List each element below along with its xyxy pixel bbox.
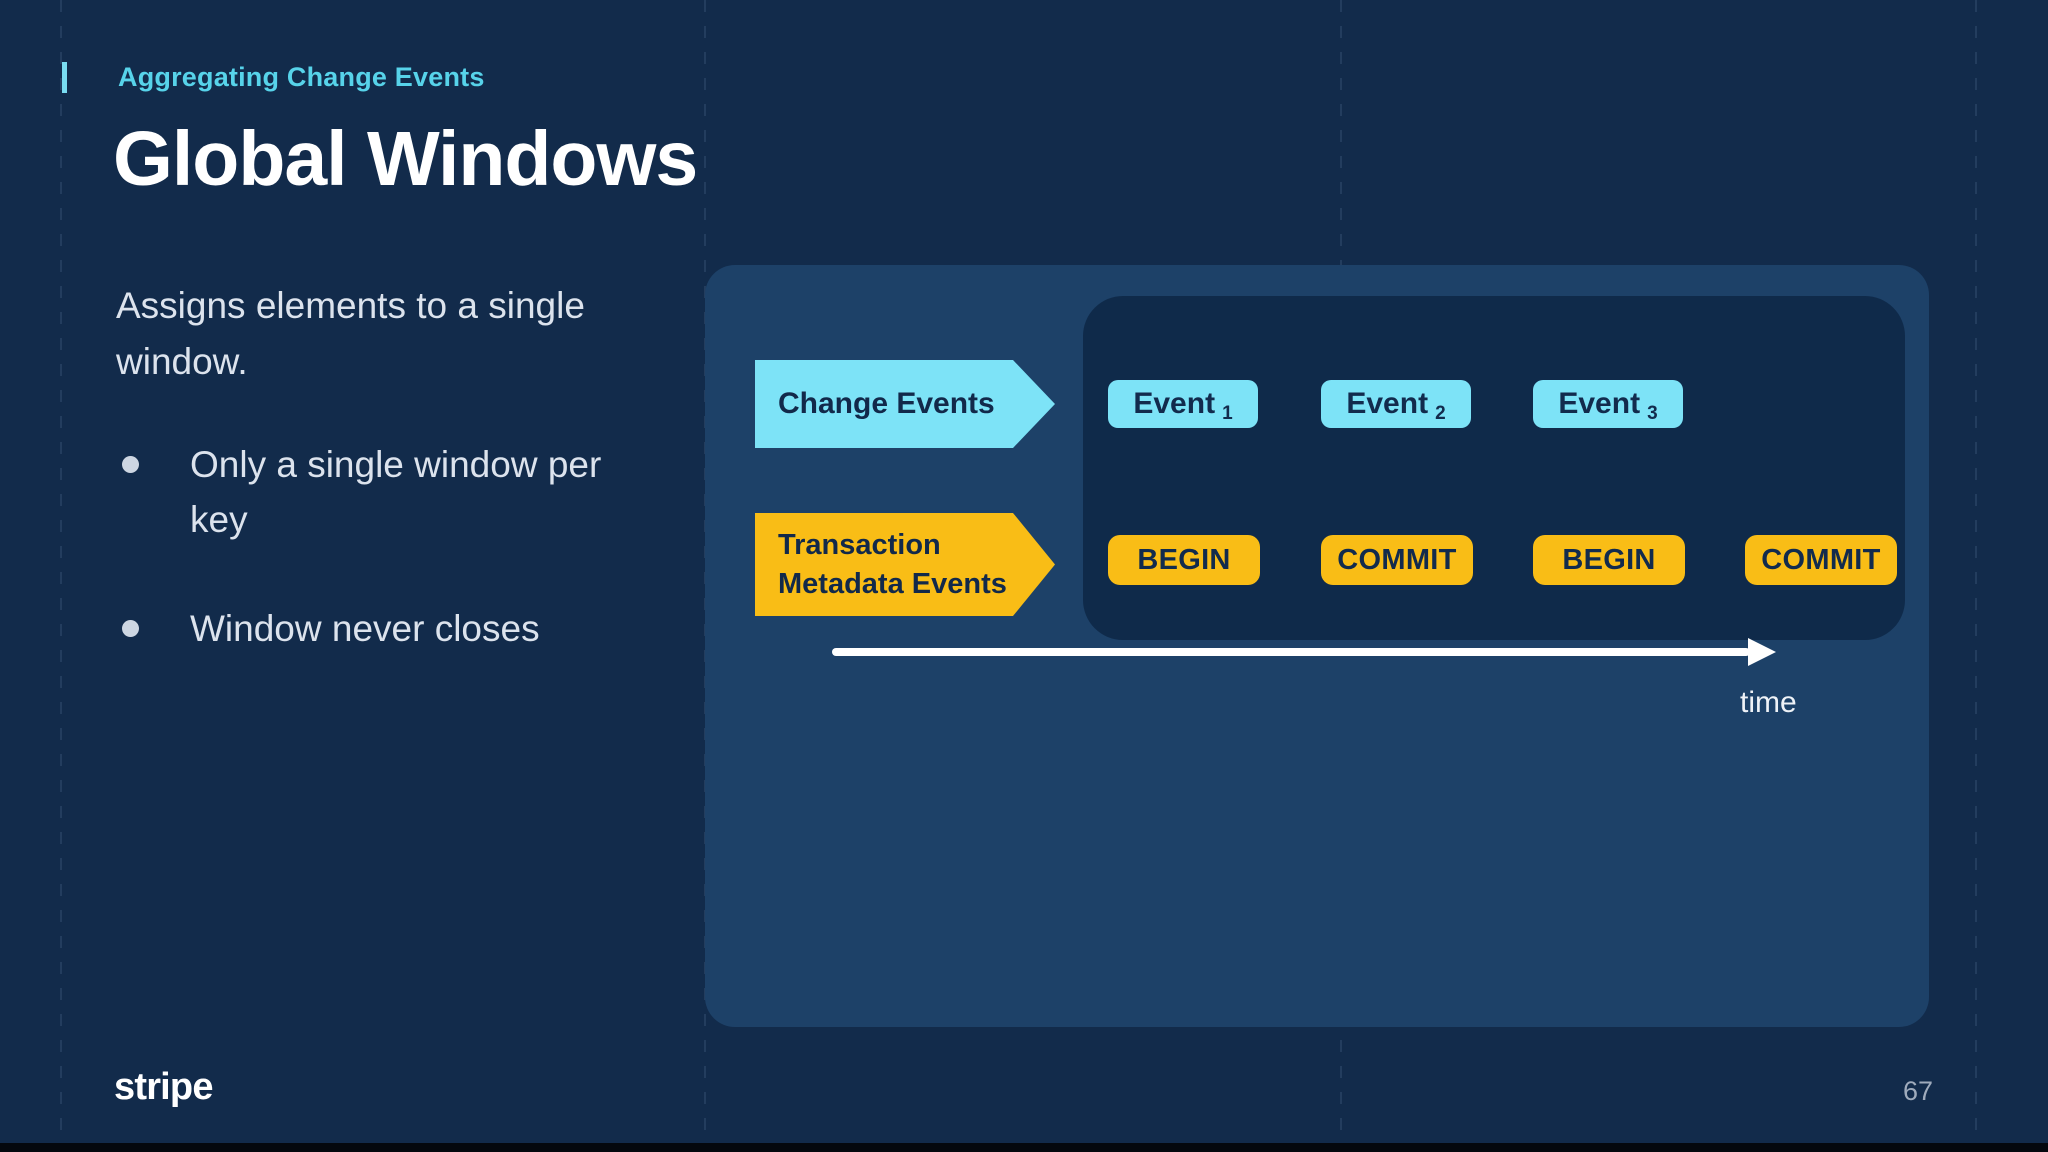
event-chip: Event 3 xyxy=(1533,380,1683,428)
event-chip-label: Event xyxy=(1346,387,1429,420)
txn-chip-begin: BEGIN xyxy=(1533,535,1685,585)
transaction-metadata-lane-arrow: Transaction Metadata Events xyxy=(755,513,1055,616)
column-guide xyxy=(60,0,62,1152)
bullet-item: Only a single window per key xyxy=(190,444,602,540)
event-chip-subscript: 2 xyxy=(1435,403,1446,424)
kicker-accent-bar xyxy=(62,62,67,93)
lane-label-line: Transaction xyxy=(778,528,941,561)
time-axis-label: time xyxy=(1740,686,1797,719)
txn-chip-commit: COMMIT xyxy=(1745,535,1897,585)
lane-label: Change Events xyxy=(778,387,995,420)
global-window-panel xyxy=(1083,296,1905,640)
section-kicker: Aggregating Change Events xyxy=(118,62,485,92)
event-chip-label: Event xyxy=(1558,387,1641,420)
intro-text: Assigns elements to a single window. xyxy=(116,285,585,382)
txn-chip-commit: COMMIT xyxy=(1321,535,1473,585)
time-axis-line xyxy=(832,648,1750,656)
stripe-logo: stripe xyxy=(114,1066,213,1108)
event-chip: Event 2 xyxy=(1321,380,1471,428)
time-axis-arrowhead-icon xyxy=(1748,638,1776,666)
bullet-icon xyxy=(122,456,139,473)
bullet-item: Window never closes xyxy=(190,608,540,649)
txn-chip-begin: BEGIN xyxy=(1108,535,1260,585)
change-events-lane-arrow: Change Events xyxy=(755,360,1055,448)
event-chip-label: Event xyxy=(1133,387,1216,420)
bottom-letterbox xyxy=(0,1143,2048,1152)
event-chip-subscript: 1 xyxy=(1222,403,1233,424)
bullet-icon xyxy=(122,620,139,637)
event-chip: Event 1 xyxy=(1108,380,1258,428)
page-number: 67 xyxy=(1903,1076,1934,1106)
column-guide xyxy=(1975,0,1977,1152)
event-chip-subscript: 3 xyxy=(1647,403,1658,424)
lane-label-line: Metadata Events xyxy=(778,567,1007,600)
page-title: Global Windows xyxy=(113,116,698,202)
